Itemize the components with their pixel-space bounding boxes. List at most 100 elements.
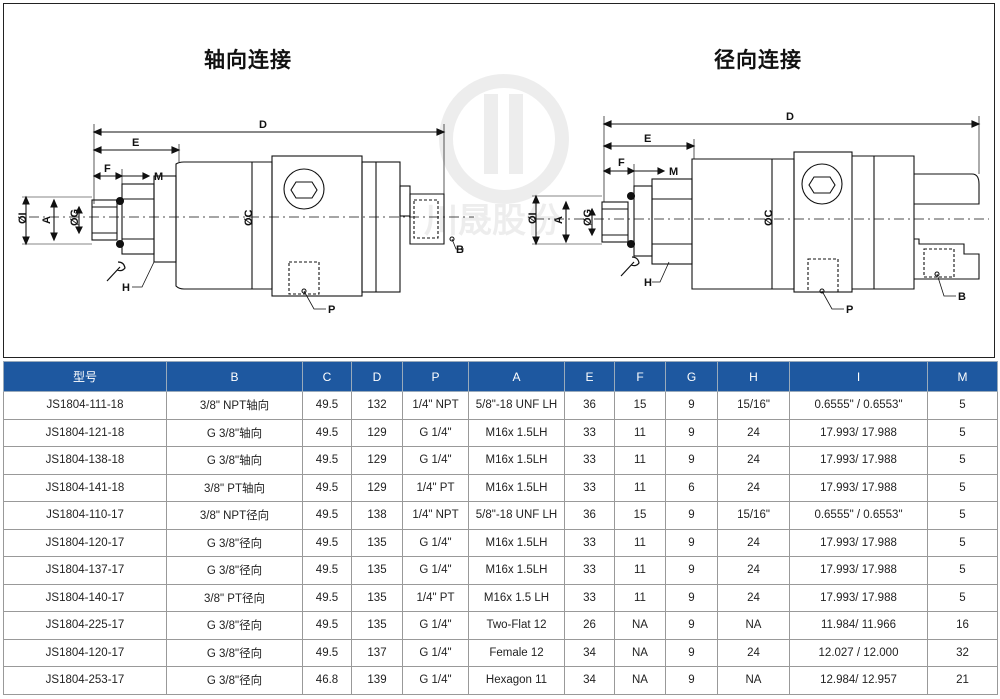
table-cell: G 3/8"径向	[166, 638, 303, 667]
table-cell: G 1/4"	[402, 611, 469, 640]
column-header: E	[564, 361, 615, 392]
table-cell: 5/8"-18 UNF LH	[468, 501, 565, 530]
table-cell: JS1804-138-18	[3, 446, 167, 475]
table-cell: 135	[351, 528, 403, 557]
axial-label-E: E	[132, 137, 139, 149]
table-cell: 49.5	[302, 391, 352, 420]
table-cell: G 1/4"	[402, 528, 469, 557]
table-cell: 9	[665, 583, 718, 612]
radial-label-P: P	[846, 304, 853, 316]
table-cell: 11	[614, 418, 666, 447]
table-cell: M16x 1.5 LH	[468, 583, 565, 612]
table-cell: 17.993/ 17.988	[789, 556, 928, 585]
table-cell: 15/16"	[717, 391, 790, 420]
table-cell: G 3/8"径向	[166, 556, 303, 585]
heading-axial: 轴向连接	[204, 48, 292, 72]
axial-label-I: ØI	[17, 212, 29, 224]
drawing-panel: 轴向连接 径向连接 川晟股份	[3, 3, 995, 358]
table-cell: 36	[564, 501, 615, 530]
table-cell: M16x 1.5LH	[468, 473, 565, 502]
table-cell: 33	[564, 473, 615, 502]
table-cell: G 1/4"	[402, 446, 469, 475]
table-cell: 9	[665, 638, 718, 667]
table-cell: Female 12	[468, 638, 565, 667]
table-cell: G 3/8"轴向	[166, 418, 303, 447]
table-cell: 6	[665, 473, 718, 502]
table-cell: 49.5	[302, 446, 352, 475]
table-cell: G 3/8"径向	[166, 611, 303, 640]
table-cell: 15/16"	[717, 501, 790, 530]
column-header: G	[665, 361, 718, 392]
table-cell: 1/4" PT	[402, 473, 469, 502]
radial-label-F: F	[618, 157, 625, 169]
table-cell: 137	[351, 638, 403, 667]
column-header: F	[614, 361, 666, 392]
table-cell: M16x 1.5LH	[468, 446, 565, 475]
table-cell: 5	[927, 583, 998, 612]
axial-label-P: P	[328, 304, 335, 316]
radial-label-D: D	[786, 111, 794, 123]
table-cell: JS1804-111-18	[3, 391, 167, 420]
table-cell: G 1/4"	[402, 666, 469, 695]
table-cell: M16x 1.5LH	[468, 528, 565, 557]
radial-label-H: H	[644, 277, 652, 289]
table-cell: JS1804-120-17	[3, 528, 167, 557]
table-cell: 132	[351, 391, 403, 420]
table-cell: 129	[351, 446, 403, 475]
column-header: A	[468, 361, 565, 392]
radial-label-E: E	[644, 133, 651, 145]
table-cell: 49.5	[302, 473, 352, 502]
table-cell: 24	[717, 556, 790, 585]
table-cell: M16x 1.5LH	[468, 556, 565, 585]
table-cell: 139	[351, 666, 403, 695]
axial-label-G: ØG	[69, 209, 81, 226]
table-cell: 33	[564, 446, 615, 475]
table-cell: 24	[717, 583, 790, 612]
column-header: I	[789, 361, 928, 392]
table-cell: 9	[665, 556, 718, 585]
table-cell: 3/8" NPT轴向	[166, 391, 303, 420]
table-cell: 33	[564, 528, 615, 557]
table-cell: 5	[927, 556, 998, 585]
table-cell: 1/4" NPT	[402, 501, 469, 530]
radial-label-M: M	[669, 166, 678, 178]
table-cell: 24	[717, 528, 790, 557]
table-cell: 49.5	[302, 583, 352, 612]
table-cell: G 1/4"	[402, 556, 469, 585]
table-cell: 32	[927, 638, 998, 667]
table-cell: 12.984/ 12.957	[789, 666, 928, 695]
table-cell: 0.6555" / 0.6553"	[789, 391, 928, 420]
table-cell: 36	[564, 391, 615, 420]
table-cell: 135	[351, 583, 403, 612]
radial-label-B: B	[958, 291, 966, 303]
table-cell: 17.993/ 17.988	[789, 583, 928, 612]
table-cell: M16x 1.5LH	[468, 418, 565, 447]
table-cell: JS1804-225-17	[3, 611, 167, 640]
table-cell: Two-Flat 12	[468, 611, 565, 640]
table-cell: 9	[665, 528, 718, 557]
table-cell: NA	[614, 638, 666, 667]
table-cell: 1/4" NPT	[402, 391, 469, 420]
table-cell: 11	[614, 473, 666, 502]
radial-label-G: ØG	[582, 209, 594, 226]
watermark-logo: 川晟股份	[424, 74, 569, 240]
column-header: M	[927, 361, 998, 392]
radial-label-C: ØC	[763, 209, 775, 226]
table-cell: 129	[351, 418, 403, 447]
table-cell: 9	[665, 611, 718, 640]
table-cell: 0.6555" / 0.6553"	[789, 501, 928, 530]
table-cell: G 3/8"轴向	[166, 446, 303, 475]
table-cell: 5	[927, 528, 998, 557]
table-cell: JS1804-137-17	[3, 556, 167, 585]
